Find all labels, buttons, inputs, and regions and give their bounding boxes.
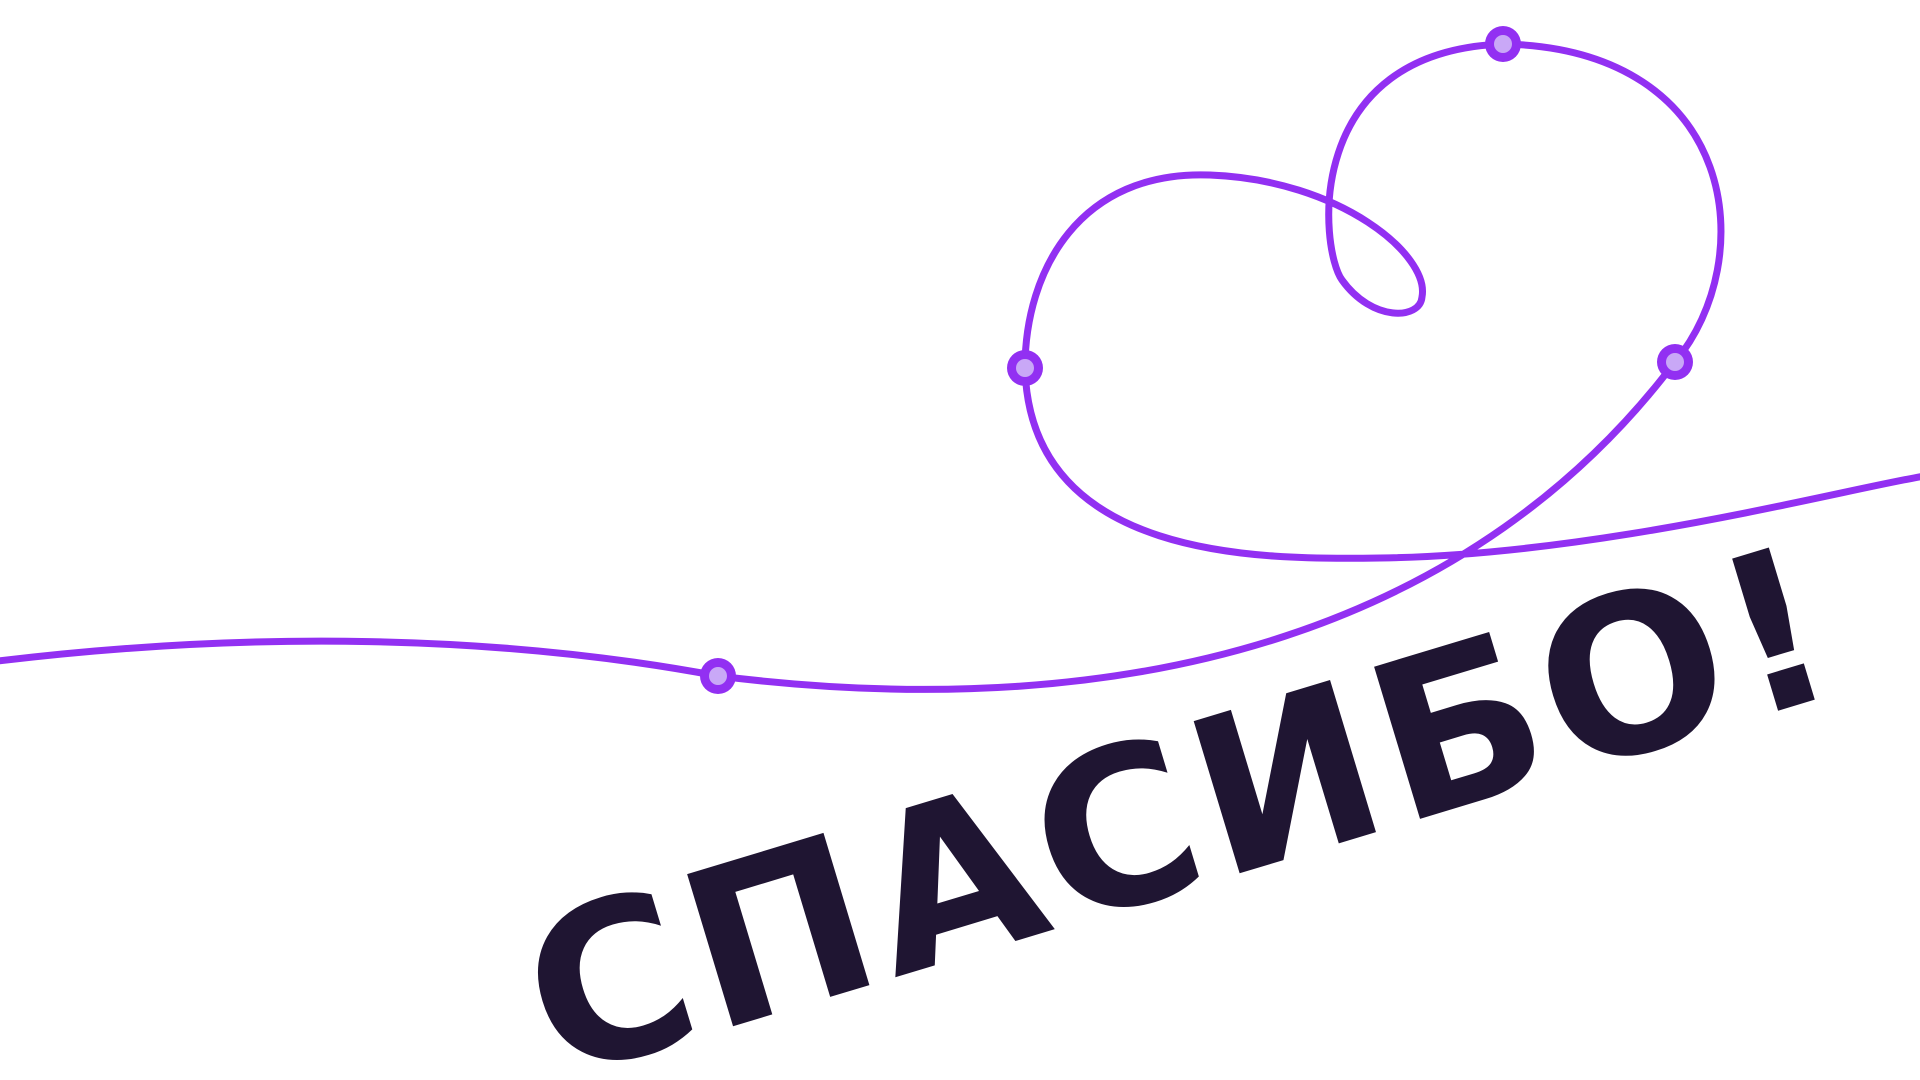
decorative-curve-line [0, 40, 1920, 693]
path-node-4 [1657, 344, 1693, 380]
path-node-3 [1485, 26, 1521, 62]
path-node-2 [1007, 350, 1043, 386]
thank-you-headline: СПАСИБО! [497, 497, 1865, 1080]
path-node-1 [700, 658, 736, 694]
